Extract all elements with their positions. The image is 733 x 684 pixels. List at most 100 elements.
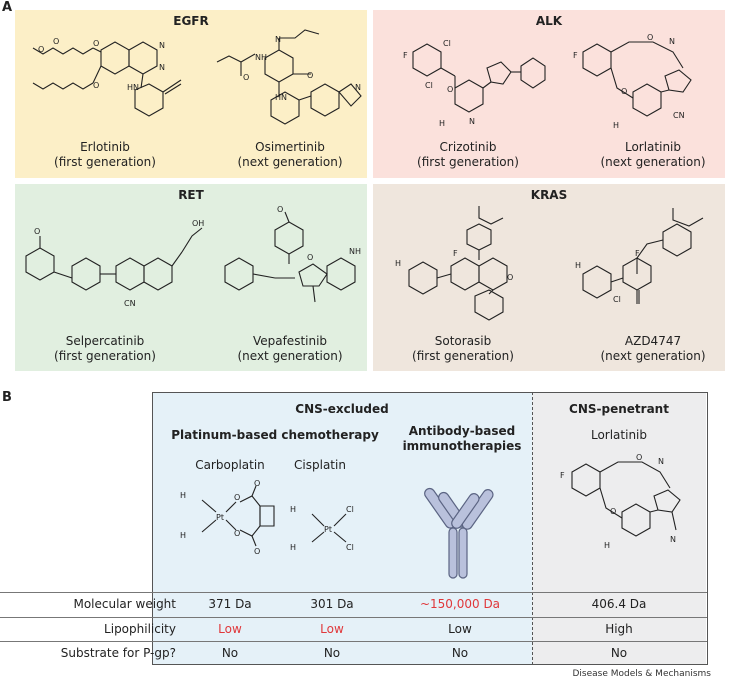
azd4747-name: AZD4747 (next generation): [588, 334, 718, 364]
o-label: O: [254, 479, 260, 488]
drug-generation: (first generation): [417, 155, 519, 169]
erlotinib-structure: O O O O N N HN: [23, 28, 183, 122]
cns-excluded-title: CNS-excluded: [295, 402, 389, 416]
cns-penetrant-box: [532, 392, 706, 664]
egfr-panel: EGFR O O O O N N HN Erlotinib (first gen…: [15, 10, 367, 178]
drug-name: Lorlatinib: [624, 140, 682, 154]
vepafestinib-structure: O NH O: [215, 205, 365, 320]
nh2-label: NH: [349, 247, 361, 256]
h3n-label: H: [180, 531, 186, 540]
lorlatinib-structure-a: F O O N H CN: [573, 32, 723, 136]
selpercatinib-structure: O OH CN: [20, 206, 210, 320]
f-label: F: [453, 249, 458, 258]
antibody-icon: [418, 484, 498, 588]
selpercatinib-name: Selpercatinib (first generation): [40, 334, 170, 364]
o-label: O: [307, 71, 313, 80]
hn-label: HN: [127, 83, 139, 92]
lorlatinib-structure-b: F O O N H N: [560, 450, 700, 564]
o-label: O: [307, 253, 313, 262]
pt-label: Pt: [216, 513, 224, 522]
row-separator: [0, 617, 707, 618]
panel-b-label: B: [2, 390, 12, 405]
azd4747-structure: F H Cl: [573, 204, 723, 328]
panel-a-label: A: [2, 0, 13, 15]
sotorasib-structure: H F O: [395, 204, 545, 338]
h-label: H: [395, 259, 401, 268]
h3n-label: H: [290, 543, 296, 552]
cl-label: Cl: [443, 39, 451, 48]
drug-generation: (next generation): [237, 349, 343, 363]
cns-penetrant-title: CNS-penetrant: [569, 402, 669, 416]
o-label: O: [93, 39, 99, 48]
vepafestinib-name: Vepafestinib (next generation): [225, 334, 355, 364]
o-label: O: [234, 529, 240, 538]
drug-name: Osimertinib: [255, 140, 325, 154]
o-label: O: [243, 73, 249, 82]
alk-panel: ALK F Cl Cl O H N Crizotinib (first gene…: [373, 10, 725, 178]
ret-title: RET: [178, 188, 204, 202]
carboplatin-lipophilicity: Low: [218, 622, 242, 636]
osimertinib-structure: NH N O O HN N: [215, 29, 365, 134]
crizotinib-structure: F Cl Cl O H N: [403, 32, 553, 128]
drug-name: Vepafestinib: [252, 334, 328, 348]
o-label: O: [53, 37, 59, 46]
cisplatin-structure: H H Pt Cl Cl: [290, 500, 370, 564]
antibody-title: Antibody-based immunotherapies: [402, 424, 522, 453]
drug-name: Sotorasib: [434, 334, 492, 348]
n-label: N: [159, 41, 165, 50]
n-label: N: [355, 83, 361, 92]
drug-generation: (next generation): [237, 155, 343, 169]
cn-label: CN: [124, 299, 136, 308]
cisplatin-mw: 301 Da: [310, 597, 354, 611]
cl-label: Cl: [346, 505, 354, 514]
n-label: N: [275, 35, 281, 44]
hn-label: HN: [275, 93, 287, 102]
drug-name: Selpercatinib: [65, 334, 145, 348]
sotorasib-name: Sotorasib (first generation): [398, 334, 528, 364]
row-separator: [0, 641, 707, 642]
n-label: N: [658, 457, 664, 466]
o-label: O: [38, 45, 44, 54]
n-label: N: [159, 63, 165, 72]
n-label: N: [670, 535, 676, 544]
cl-label: Cl: [425, 81, 433, 90]
n-label: N: [469, 117, 475, 126]
f-label: F: [403, 51, 408, 60]
o-label: O: [34, 227, 40, 236]
o-label: O: [254, 547, 260, 556]
pt-label: Pt: [324, 525, 332, 534]
drug-generation: (first generation): [54, 349, 156, 363]
lorlatinib-pgp: No: [610, 646, 628, 660]
h2n-label: H: [439, 119, 445, 128]
o-label: O: [507, 273, 513, 282]
f-label: F: [560, 471, 565, 480]
antibody-pgp: No: [451, 646, 469, 660]
cl-label: Cl: [346, 543, 354, 552]
row-label-pgp: Substrate for P-gp?: [60, 646, 176, 660]
crizotinib-name: Crizotinib (first generation): [403, 140, 533, 170]
table-frame: [152, 392, 708, 665]
cns-divider: [532, 392, 533, 665]
drug-generation: (next generation): [600, 155, 706, 169]
o-label: O: [647, 33, 653, 42]
n-label: N: [669, 37, 675, 46]
h2n-label: H: [613, 121, 619, 130]
o-label: O: [621, 87, 627, 96]
kras-panel: KRAS H F O Sotorasib (first generation): [373, 184, 725, 371]
carboplatin-structure: H H Pt O O O O: [178, 479, 288, 564]
h3n-label: H: [180, 491, 186, 500]
row-separator: [0, 592, 707, 593]
nh-label: NH: [255, 53, 267, 62]
o-label: O: [636, 453, 642, 462]
carboplatin-mw: 371 Da: [208, 597, 252, 611]
kras-title: KRAS: [530, 188, 568, 202]
drug-generation: (first generation): [54, 155, 156, 169]
carboplatin-pgp: No: [221, 646, 239, 660]
drug-generation: (next generation): [600, 349, 706, 363]
o-label: O: [277, 205, 283, 214]
drug-name: Crizotinib: [439, 140, 497, 154]
h-label: H: [575, 261, 581, 270]
cl-label: Cl: [613, 295, 621, 304]
cisplatin-label: Cisplatin: [294, 458, 346, 472]
lorlatinib-name-a: Lorlatinib (next generation): [588, 140, 718, 170]
